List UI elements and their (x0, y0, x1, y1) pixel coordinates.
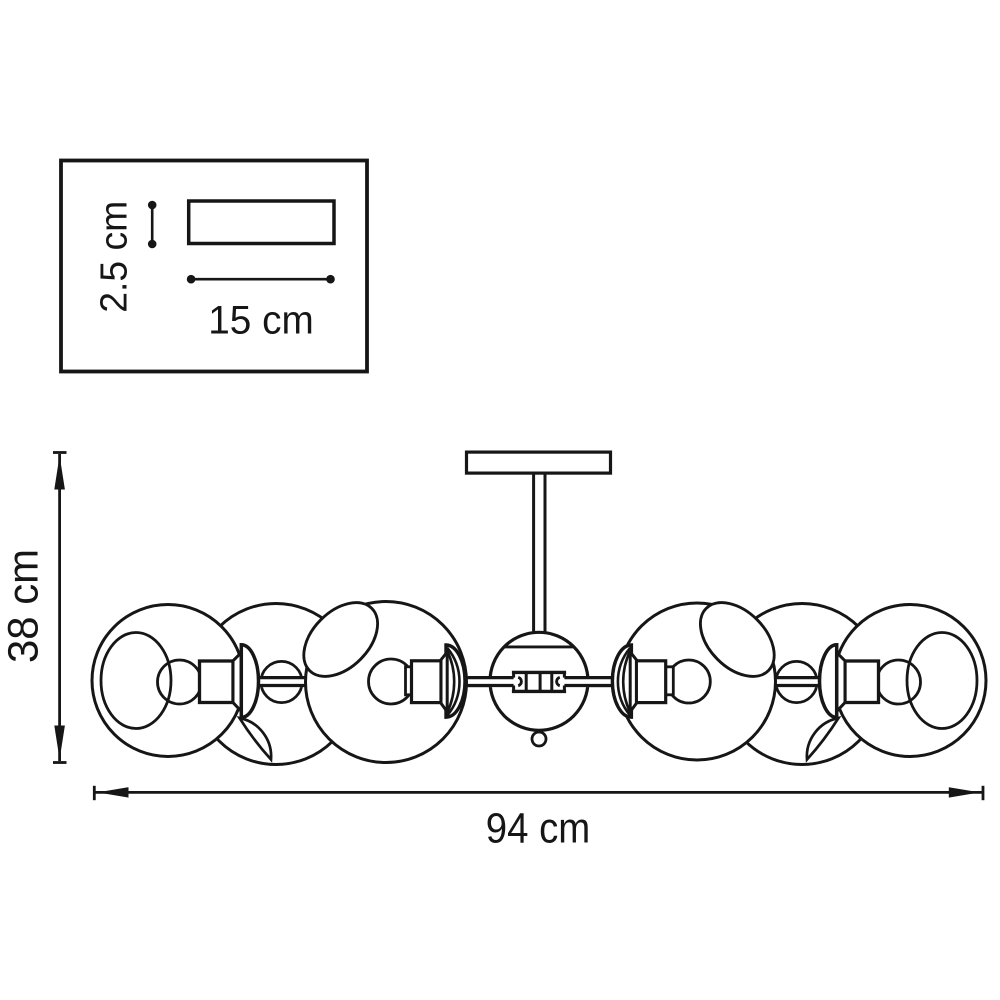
svg-text:38 cm: 38 cm (0, 549, 48, 663)
svg-text:15 cm: 15 cm (208, 299, 314, 343)
svg-text:94 cm: 94 cm (486, 805, 591, 853)
svg-text:2.5 cm: 2.5 cm (94, 201, 136, 313)
